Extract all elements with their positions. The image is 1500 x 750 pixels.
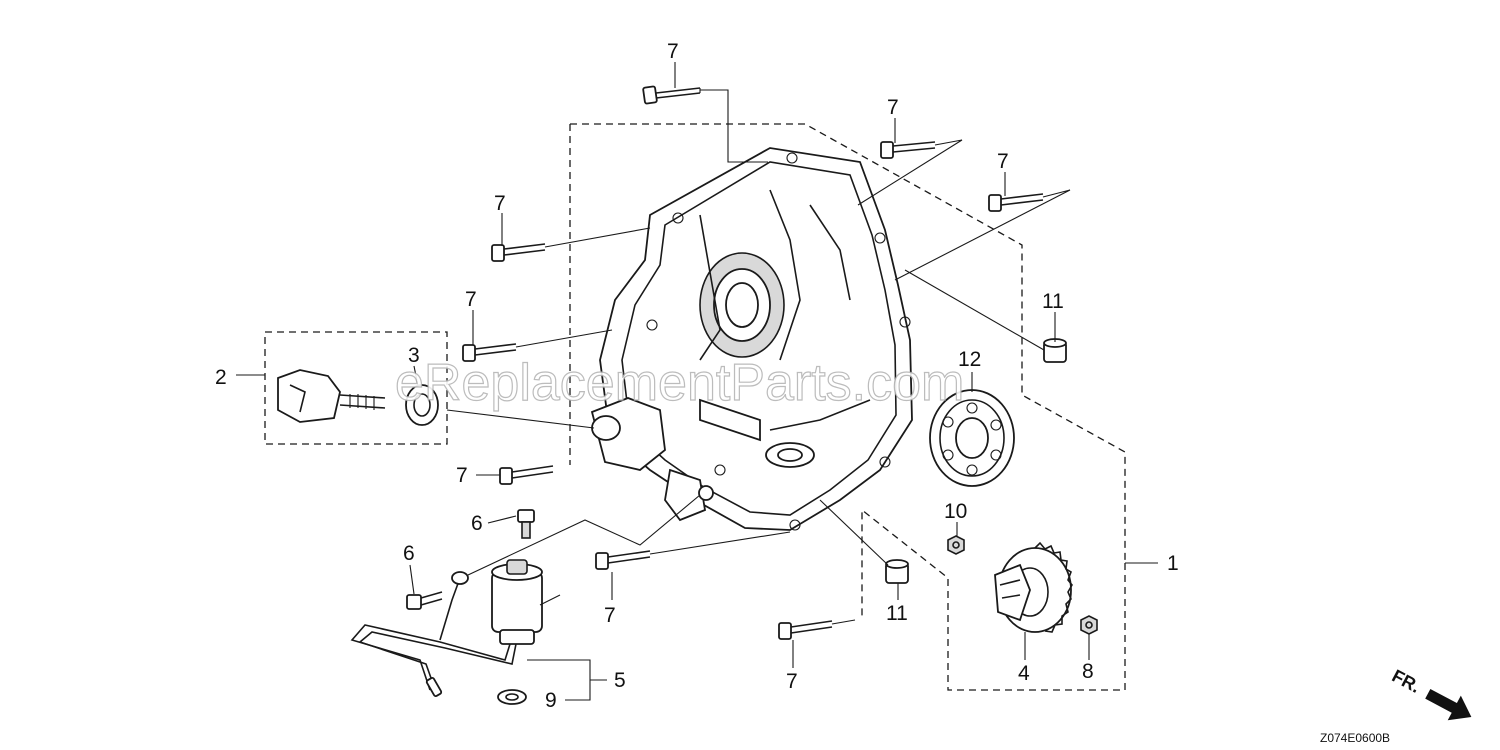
callout-9: 9: [545, 689, 557, 712]
bolt-7-top: [642, 85, 701, 105]
callout-11-lower: 11: [886, 602, 908, 625]
callout-7-top: 7: [667, 40, 679, 63]
o-ring: [405, 384, 439, 426]
callout-7-upper-right-2: 7: [997, 150, 1009, 173]
bearing: [929, 389, 1015, 487]
callout-11-upper: 11: [1042, 290, 1064, 313]
callout-7-bottom-1: 7: [604, 604, 616, 627]
oil-switch-washer: [497, 689, 527, 705]
front-direction-arrow: [1425, 688, 1472, 721]
diagram-code: Z074E0600B: [1320, 731, 1390, 745]
washer-8: [1080, 615, 1098, 635]
bolt-6-switch: [406, 591, 443, 610]
governor-gear: [994, 541, 1073, 633]
crankcase-cover: [590, 147, 913, 531]
watermark: eReplacementParts.com: [395, 354, 964, 412]
bolt-7-upper-right-2: [988, 193, 1044, 212]
oil-filler-cap-group: [264, 331, 595, 445]
dowel-pin-lower: [885, 559, 909, 584]
callout-7-bottom-2: 7: [786, 670, 798, 693]
callout-7-left-1: 7: [494, 192, 506, 215]
callout-labels: 1 2 3 4 5 6 6 7 7 7 7 7 7 7 7 8 9 10 11 …: [215, 40, 1179, 712]
callout-3: 3: [408, 344, 420, 367]
flange-bolts: [462, 85, 1071, 640]
oil-filler-cap: [277, 369, 386, 423]
callout-12: 12: [958, 348, 981, 371]
callout-1: 1: [1167, 552, 1179, 575]
dowel-pin-upper: [1043, 338, 1067, 363]
callout-8: 8: [1082, 660, 1094, 683]
callout-4: 4: [1018, 662, 1030, 685]
callout-2: 2: [215, 366, 227, 389]
bolt-7-bottom-2: [778, 620, 833, 640]
callout-6-lower: 6: [403, 542, 415, 565]
front-direction-label: FR.: [1389, 666, 1424, 697]
bolt-7-bottom-1: [595, 550, 651, 570]
callout-7-upper-right-1: 7: [887, 96, 899, 119]
callout-7-left-3: 7: [456, 464, 468, 487]
bolt-6-upper: [517, 509, 535, 539]
callout-6-upper: 6: [471, 512, 483, 535]
dowel-pins: [819, 269, 1067, 584]
oil-level-switch: [350, 559, 543, 697]
bolt-7-upper-right-1: [880, 141, 936, 159]
assembly-frame: [569, 123, 1158, 691]
callout-7-left-2: 7: [465, 288, 477, 311]
bolt-7-left-1: [491, 243, 546, 262]
bolt-7-left-3: [499, 465, 554, 485]
bolt-7-left-2: [462, 343, 517, 362]
leader-lines: [236, 62, 1090, 701]
front-direction-indicator: FR.: [1389, 666, 1472, 721]
callout-5: 5: [614, 669, 626, 692]
callout-10: 10: [944, 500, 967, 523]
washer-10: [947, 535, 965, 555]
